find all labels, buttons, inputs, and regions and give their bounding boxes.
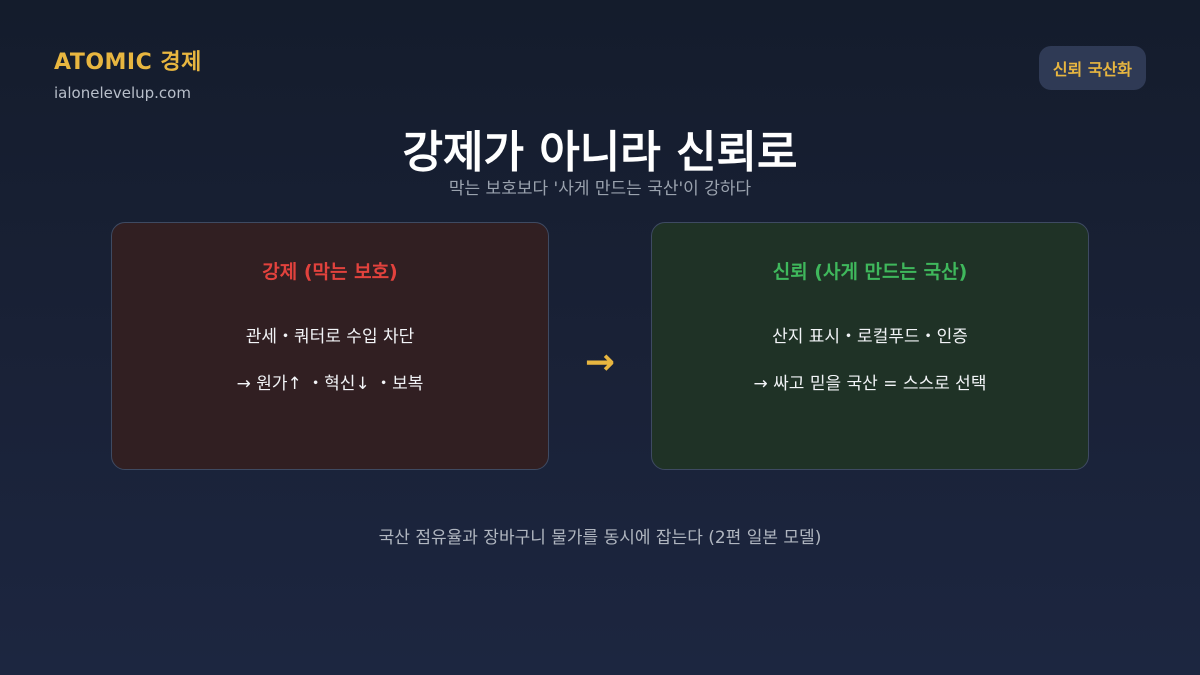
force-card-heading: 강제 (막는 보호) — [262, 261, 398, 283]
brand-url: ialonelevelup.com — [54, 84, 191, 102]
force-card-line-1: 관세・쿼터로 수입 차단 — [245, 327, 415, 347]
footer-caption: 국산 점유율과 장바구니 물가를 동시에 잡는다 (2편 일본 모델) — [378, 528, 822, 548]
brand: ATOMIC 경제 ialonelevelup.com — [54, 44, 202, 102]
trust-card-line-2: → 싸고 믿을 국산 = 스스로 선택 — [753, 374, 987, 394]
force-card-line-2: → 원가↑ ・혁신↓ ・보복 — [236, 374, 424, 394]
slide-subtitle: 막는 보호보다 '사게 만드는 국산'이 강하다 — [448, 179, 752, 199]
brand-title: ATOMIC 경제 — [54, 50, 202, 75]
topic-badge: 신뢰 국산화 — [1038, 46, 1146, 90]
slide-title: 강제가 아니라 신뢰로 — [402, 127, 798, 178]
force-card: 강제 (막는 보호) 관세・쿼터로 수입 차단 → 원가↑ ・혁신↓ ・보복 — [111, 222, 549, 470]
right-arrow-icon: → — [584, 342, 616, 383]
trust-card-line-1: 산지 표시・로컬푸드・인증 — [772, 327, 968, 347]
trust-card-heading: 신뢰 (사게 만드는 국산) — [772, 261, 968, 283]
trust-card: 신뢰 (사게 만드는 국산) 산지 표시・로컬푸드・인증 → 싸고 믿을 국산 … — [651, 222, 1089, 470]
